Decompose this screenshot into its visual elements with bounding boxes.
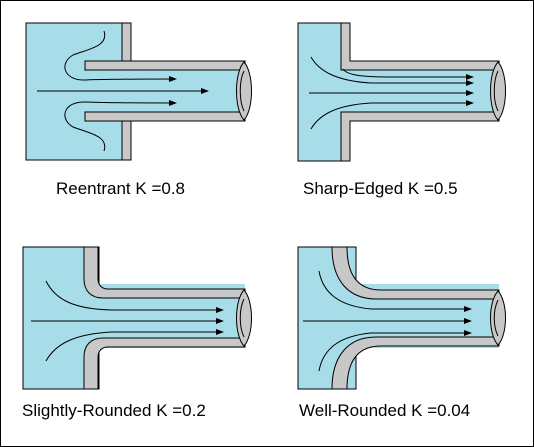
pipe-break-inner <box>493 70 499 112</box>
pipe-break-end <box>236 61 252 121</box>
caption-slightly-rounded: Slightly-Rounded K =0.2 <box>22 401 206 420</box>
pipe-bottom-wall <box>84 111 246 122</box>
streamline <box>318 270 472 312</box>
caption-well-rounded: Well-Rounded K =0.04 <box>299 401 471 420</box>
streamline <box>64 99 177 152</box>
panel-sharp-edged <box>297 22 506 162</box>
panel-reentrant <box>25 22 252 161</box>
pipe-wall-bottom <box>331 336 500 390</box>
pipe-break-inner <box>493 299 499 337</box>
streamline <box>318 330 472 372</box>
pipe-wall-bottom <box>83 337 246 390</box>
pipe-break-inner <box>239 298 245 338</box>
streamline <box>64 30 177 83</box>
pipe-wall-top <box>340 22 500 71</box>
caption-reentrant: Reentrant K =0.8 <box>56 179 186 198</box>
streamline <box>342 68 474 80</box>
panel-well-rounded <box>297 246 506 390</box>
pipe-break-end <box>490 290 506 346</box>
caption-sharp-edged: Sharp-Edged K =0.5 <box>303 179 458 198</box>
pipe-wall-top <box>331 246 500 300</box>
streamline <box>310 56 474 86</box>
streamline <box>45 280 224 313</box>
pipe-wall-bottom <box>340 111 500 162</box>
streamline <box>45 329 224 362</box>
pipe-break-inner <box>239 70 245 112</box>
pipe-break-end <box>236 289 252 347</box>
panel-slightly-rounded <box>22 246 252 390</box>
pipe-wall-top <box>83 246 246 299</box>
streamline <box>310 100 474 130</box>
pipe-break-end <box>490 61 506 121</box>
pipe-top-wall <box>84 60 246 71</box>
